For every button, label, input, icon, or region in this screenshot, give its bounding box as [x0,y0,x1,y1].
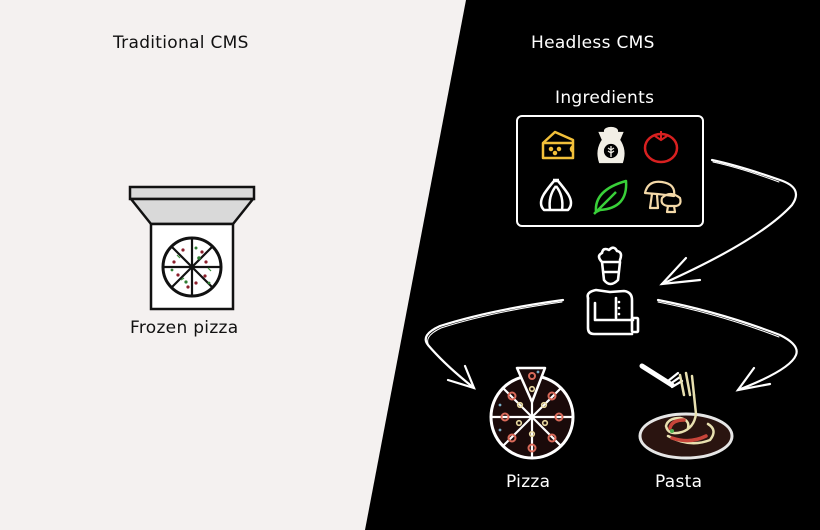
headless-cms-title: Headless CMS [531,33,655,53]
arrow-chef-to-pizza [424,298,565,390]
ingredients-label: Ingredients [555,88,655,108]
flour-sack-icon [597,126,625,164]
traditional-cms-title: Traditional CMS [113,33,249,53]
pizza-label: Pizza [506,472,551,492]
ingredients-box [516,115,704,227]
pasta-icon [638,363,734,460]
chef-icon [586,246,640,336]
pizza-icon [489,366,575,460]
arrow-chef-to-pasta [656,298,798,392]
basil-leaf-icon [593,179,628,215]
frozen-pizza-label: Frozen pizza [130,318,239,338]
headless-panel-background [365,0,820,530]
arrow-ingredients-to-chef [659,158,798,286]
frozen-pizza-box-icon [128,185,256,311]
garlic-icon [539,178,573,212]
tomato-icon [643,131,679,164]
mushroom-icon [643,180,682,214]
cheese-icon [541,130,575,160]
pasta-label: Pasta [655,472,703,492]
